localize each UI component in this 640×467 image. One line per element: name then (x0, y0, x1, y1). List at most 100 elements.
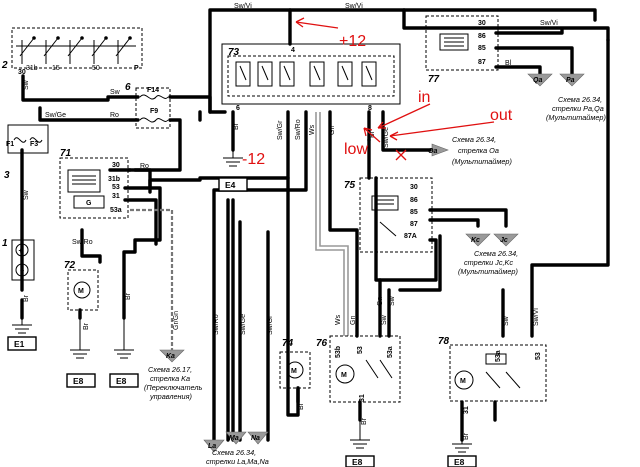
terminal-53-71: 53 (112, 184, 120, 191)
wire-br-e1: Br (23, 294, 30, 302)
connector-la: La (203, 439, 225, 453)
connector-kc: Kc (465, 233, 491, 247)
terminal-31b-2: 31b (26, 65, 38, 72)
svg-text:Ka: Ka (166, 353, 175, 360)
annotation-in: in (418, 89, 430, 106)
terminal-4-73: 4 (291, 47, 295, 54)
ground-e4-label: E4 (225, 180, 236, 190)
component-71-label: 71 (60, 148, 72, 159)
terminal-86-77: 86 (478, 33, 486, 40)
wire-network (20, 8, 610, 442)
terminal-31-78: 31 (463, 406, 470, 414)
relay-77: 30 86 85 87 77 Bl Sw/Vi (425, 15, 558, 85)
terminal-31-71: 31 (112, 193, 120, 200)
wiper-motor-78: M 78 53a 53 31 Sw Sw/Vi Br (438, 308, 547, 440)
wire-ro: Ro (110, 112, 119, 119)
wire-ws-73: Ws (309, 124, 316, 135)
terminal-53-76: 53 (357, 346, 364, 354)
ignition-switch: 2 30 31b 15 50 P Sw (1, 27, 143, 90)
wire-ws-76: Ws (335, 314, 342, 325)
component-77-label: 77 (428, 74, 440, 85)
wire-sw-ge: Sw/Ge (45, 112, 66, 119)
connector-arrows: La Ma Na Ka Kc Jc Qa Pa Oa (159, 73, 585, 453)
component-6-label: 6 (125, 82, 131, 93)
svg-text:M: M (78, 288, 84, 295)
terminal-6-73: 6 (236, 105, 240, 112)
terminal-53b-76: 53b (335, 346, 342, 358)
wire-br-73: Br (233, 122, 240, 130)
svg-text:Jc: Jc (500, 237, 508, 244)
note-paqa-3: (Мультитаймер) (546, 113, 606, 122)
wire-gn-76: Gn (350, 316, 357, 325)
note-ka-2: стрелка Ka (150, 374, 190, 383)
wire-ro-71: Ro (140, 163, 149, 170)
wire-br-76: Br (361, 417, 368, 425)
svg-text:M: M (460, 378, 466, 385)
svg-text:M: M (341, 372, 347, 379)
terminal-31-76: 31 (359, 394, 366, 402)
note-jckc-2: стрелки Jc,Kc (464, 258, 513, 267)
wire-sw-gr-73: Sw/Gr (277, 120, 284, 140)
note-paqa-1: Схема 26.34, (558, 95, 602, 104)
svg-text:Kc: Kc (471, 237, 480, 244)
wire-sw-vi-78: Sw/Vi (533, 308, 540, 326)
wire-sw-ro-72: Sw/Ro (72, 239, 93, 246)
terminal-53a-76: 53a (387, 346, 394, 358)
fuse-block-f1-f3: F1 F3 3 Sw (4, 124, 49, 200)
wire-sw-vi-right: Sw/Vi (540, 20, 558, 27)
label-g-71: G (86, 200, 92, 207)
note-lamana-2: стрелки La,Ma,Na (206, 457, 269, 466)
note-lamana-1: Схема 26.34, (212, 448, 256, 457)
terminal-30-71: 30 (112, 162, 120, 169)
note-oa-3: (Мультитаймер) (452, 157, 512, 166)
component-73-label: 73 (228, 47, 240, 58)
note-ka-4: управления) (149, 392, 192, 401)
connector-pa: Pa (559, 73, 585, 87)
terminal-30-2: 30 (18, 69, 26, 76)
svg-text:M: M (291, 368, 297, 375)
note-oa-2: стрелка Oa (458, 146, 499, 155)
svg-text:Qa: Qa (533, 77, 542, 84)
terminal-50-2: 50 (92, 65, 100, 72)
note-ka-1: Схема 26.17, (148, 365, 192, 374)
connector-qa: Qa (527, 73, 553, 87)
wiper-motor-76: M 76 53b 53 53a 31 Ws Gn Sw Br (316, 314, 401, 425)
wire-gn-75: Gn (377, 297, 384, 306)
svg-text:Pa: Pa (566, 77, 575, 84)
component-75-label: 75 (344, 180, 356, 191)
wire-sw-vi-top: Sw/Vi (234, 3, 252, 10)
arrow-low (363, 127, 381, 143)
red-annotations: +12 -12 in out low (242, 17, 513, 168)
component-72-label: 72 (64, 260, 76, 271)
annotation-out: out (490, 107, 513, 124)
annotation-minus12: -12 (242, 151, 265, 168)
wire-br-74: Br (298, 402, 305, 410)
note-jckc-3: (Мультитаймер) (458, 267, 518, 276)
wire-sw-78: Sw (503, 315, 510, 326)
arrow-out (389, 121, 495, 141)
svg-text:Ma: Ma (229, 435, 239, 442)
connector-jc: Jc (493, 233, 519, 247)
note-ka-3: (Переключатель (144, 383, 202, 392)
ground-e8c-label: E8 (352, 457, 363, 467)
terminal-87-77: 87 (478, 59, 486, 66)
component-74-label: 74 (282, 338, 294, 349)
fuse-box-6: 6 F14 F9 Sw Sw/Ge Ro (45, 82, 171, 129)
terminal-53a-71: 53a (110, 207, 122, 214)
component-76-label: 76 (316, 338, 328, 349)
terminal-15-2: 15 (52, 65, 60, 72)
wire-sw-ge-low: Sw/Ge (240, 314, 247, 335)
svg-text:+: + (19, 248, 23, 255)
wire-sw-75: Sw (389, 295, 396, 306)
connector-ka: Ka (159, 349, 185, 363)
terminal-8-73: 8 (368, 105, 372, 112)
fuse-f3-label: F3 (30, 141, 38, 148)
wire-sw-76: Sw (381, 314, 388, 325)
annotation-low: low (344, 141, 368, 158)
ground-e8a-label: E8 (73, 376, 84, 386)
relay-block-73: 73 4 6 8 Br Sw/Gr Sw/Ro Ws Gn Bl Sw/Ge (221, 43, 401, 148)
connector-oa: Oa (428, 143, 449, 157)
wire-br-e8: Br (125, 292, 132, 300)
ground-e8c: E8 (345, 420, 375, 467)
